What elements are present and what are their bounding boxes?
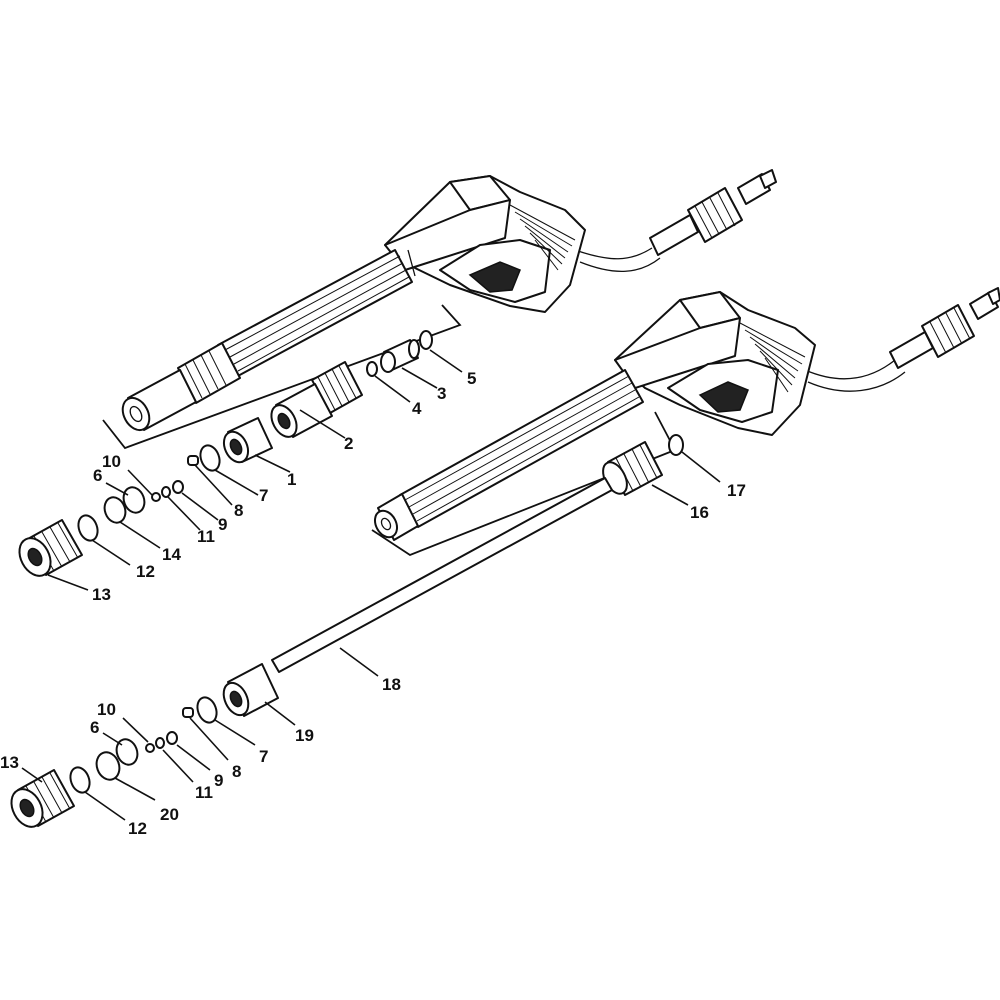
spacer-9 [172, 480, 184, 494]
washer-8 [187, 455, 199, 466]
callout-6b: 6 [90, 718, 99, 737]
callout-7b: 7 [259, 747, 268, 766]
coupling-19 [222, 663, 279, 717]
lower-gun-handle [614, 291, 816, 436]
washer-8b [182, 707, 194, 718]
leader-lines [21, 349, 721, 821]
callout-7: 7 [259, 486, 268, 505]
upper-hose-connector [649, 169, 777, 256]
callout-12: 12 [136, 562, 155, 581]
callout-8: 8 [234, 501, 243, 520]
callout-5: 5 [467, 369, 476, 388]
spring-11 [161, 486, 171, 498]
upper-nozzle-parts [18, 330, 433, 577]
ball-10 [151, 492, 161, 502]
upper-gun-handle [384, 175, 586, 313]
callout-3: 3 [437, 384, 446, 403]
ball-10b [145, 743, 155, 753]
callout-9: 9 [218, 515, 227, 534]
callout-6: 6 [93, 466, 102, 485]
nozzle-insert-20 [95, 751, 121, 781]
callout-13: 13 [92, 585, 111, 604]
upper-lance-tube [121, 249, 413, 432]
callout-8b: 8 [232, 762, 241, 781]
callout-11: 11 [197, 527, 215, 546]
o-ring-7 [199, 444, 221, 472]
extension-tube-18 [271, 477, 613, 673]
o-ring-17 [668, 434, 684, 456]
callout-10: 10 [102, 452, 121, 471]
o-ring-6b [115, 738, 139, 766]
o-ring-5 [419, 330, 433, 350]
o-ring-6 [122, 486, 146, 514]
callout-4: 4 [412, 399, 422, 418]
callouts: 1 2 3 4 5 6 7 8 9 10 11 12 13 14 16 17 1… [0, 369, 746, 838]
callout-12b: 12 [128, 819, 147, 838]
callout-18: 18 [382, 675, 401, 694]
adapter-2 [270, 361, 363, 438]
lower-hose-connector [889, 287, 1000, 369]
callout-9b: 9 [214, 771, 223, 790]
nozzle-cap-13b [10, 769, 75, 828]
nozzle-insert-14 [103, 496, 127, 524]
callout-20: 20 [160, 805, 179, 824]
lower-base-plate [371, 411, 677, 557]
callout-13b: 13 [0, 753, 19, 772]
o-ring-7b [196, 696, 218, 724]
callout-17: 17 [727, 481, 746, 500]
callout-19: 19 [295, 726, 314, 745]
nipple-3 [380, 339, 420, 373]
nozzle-cap-13 [18, 519, 83, 577]
coupling-1 [222, 417, 273, 464]
upper-base-plate [102, 304, 462, 450]
lower-lance-tube [373, 369, 644, 541]
callout-10b: 10 [97, 700, 116, 719]
callout-14: 14 [162, 545, 181, 564]
callout-11b: 11 [195, 783, 213, 802]
spring-11b [155, 737, 165, 749]
upper-spray-gun [102, 169, 777, 450]
o-ring-4 [366, 361, 378, 377]
lower-spray-gun [371, 287, 1000, 557]
callout-2: 2 [344, 434, 353, 453]
snap-ring-12 [77, 514, 99, 542]
spacer-9b [166, 731, 178, 745]
snap-ring-12b [69, 766, 91, 794]
callout-16: 16 [690, 503, 709, 522]
callout-1: 1 [287, 470, 296, 489]
lower-lance-parts [10, 434, 684, 828]
